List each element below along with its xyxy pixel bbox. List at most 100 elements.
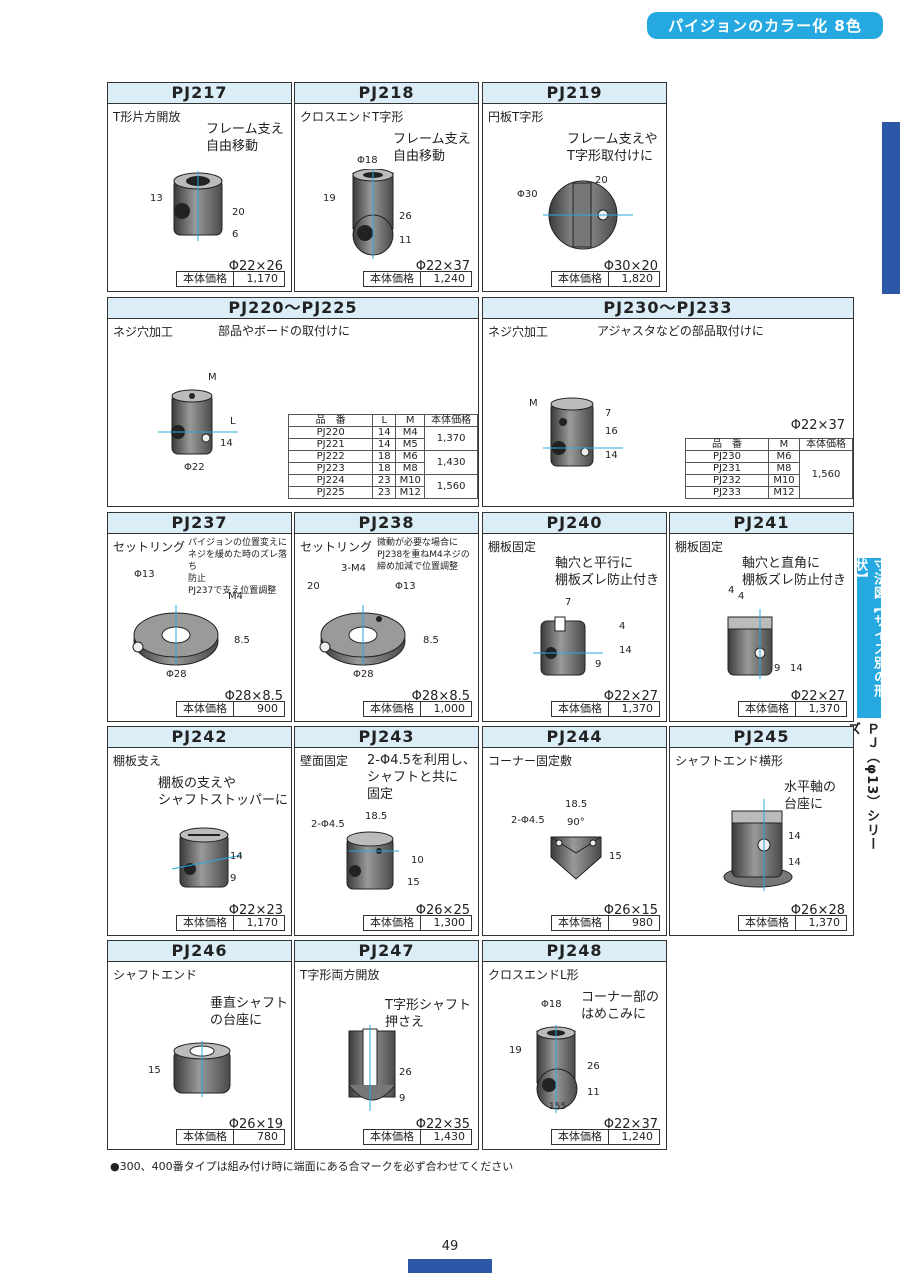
cell: PJ223 xyxy=(287,462,374,475)
price-label: 本体価格 xyxy=(177,1130,234,1144)
category-label: セットリング xyxy=(300,540,373,554)
price-value: 1,370 xyxy=(808,702,841,715)
cell: PJ225 xyxy=(287,486,374,499)
cell: M8 xyxy=(768,462,800,475)
card-title: PJ248 xyxy=(483,941,666,962)
price-label: 本体価格 xyxy=(552,1130,609,1144)
part-drawing xyxy=(352,169,394,259)
overall-dimension: Φ28×8.5 xyxy=(224,689,283,704)
cell: M5 xyxy=(395,438,426,451)
cell: PJ224 xyxy=(287,474,374,487)
card-title: PJ246 xyxy=(108,941,291,962)
dim-6: 6 xyxy=(232,229,239,240)
dim-m4: M4 xyxy=(228,591,243,602)
card-title: PJ240 xyxy=(483,513,666,534)
category-label: クロスエンドL形 xyxy=(488,968,579,982)
price-value: 980 xyxy=(632,916,653,929)
price-box: 本体価格 1,240 xyxy=(363,271,472,287)
card-pj237: PJ237 セットリング パイジョンの位置変えに ネジを緩めた時のズレ落ち 防止… xyxy=(107,512,292,722)
price-value: 1,240 xyxy=(433,272,466,285)
cell: PJ230 xyxy=(685,450,769,463)
card-pj244: PJ244 コーナー固定敷 18.5 2-Φ4.5 90° 15 Φ26×15 … xyxy=(482,726,667,936)
price-value: 900 xyxy=(257,702,278,715)
section-badge: パイジョンのカラー化 8色 xyxy=(647,12,883,39)
overall-dimension: Φ28×8.5 xyxy=(411,689,470,704)
price-label: 本体価格 xyxy=(739,702,796,716)
description: T字形シャフト 押さえ xyxy=(385,998,471,1030)
dim-155: 155 xyxy=(549,1102,567,1112)
dim-19: 19 xyxy=(509,1045,522,1056)
price-box: 本体価格 1,300 xyxy=(363,915,472,931)
dim-18-5: 18.5 xyxy=(365,811,388,822)
price-value: 1,300 xyxy=(433,916,466,929)
page-number: 49 xyxy=(441,1239,459,1254)
card-pj230-233: PJ230〜PJ233 ネジ穴加工 アジャスタなどの部品取付けに M 7 16 … xyxy=(482,297,854,507)
cell: M8 xyxy=(395,462,426,475)
card-pj242: PJ242 棚板支え 棚板の支えや シャフトストッパーに 14 9 Φ22×23… xyxy=(107,726,292,936)
category-label: 棚板支え xyxy=(113,754,162,768)
price-value: 1,000 xyxy=(433,702,466,715)
dim-26: 26 xyxy=(587,1061,600,1072)
dim-9: 9 xyxy=(230,873,237,884)
category-label: 棚板固定 xyxy=(675,540,724,554)
dim-phi18: Φ18 xyxy=(357,155,378,166)
dim-phi18: Φ18 xyxy=(541,999,562,1010)
category-label: T形片方開放 xyxy=(113,110,181,124)
price-value: 1,370 xyxy=(621,702,654,715)
card-title: PJ219 xyxy=(483,83,666,104)
part-drawing xyxy=(132,605,219,666)
price-box: 本体価格 1,240 xyxy=(551,1129,660,1145)
category-label: セットリング xyxy=(113,540,186,554)
dim-90deg: 90° xyxy=(567,817,585,828)
spec-table: 品 番 M 本体価格 PJ230 M6 1,560 PJ231 M8 PJ232… xyxy=(685,438,853,499)
category-label: ネジ穴加工 xyxy=(113,325,174,339)
dim-phi28: Φ28 xyxy=(353,669,374,680)
cell: 23 xyxy=(372,486,397,499)
overall-dimension: Φ26×28 xyxy=(790,903,845,918)
cell: M6 xyxy=(395,450,426,463)
table-row: PJ223 18 M8 xyxy=(287,462,478,475)
price-label: 本体価格 xyxy=(177,702,234,716)
price-label: 本体価格 xyxy=(177,916,234,930)
dim-18-5: 18.5 xyxy=(565,799,588,810)
cell: 18 xyxy=(372,462,397,475)
price-box: 本体価格 1,000 xyxy=(363,701,472,717)
card-title: PJ241 xyxy=(670,513,853,534)
price-box: 本体価格 1,370 xyxy=(551,701,660,717)
price-value: 1,170 xyxy=(246,272,279,285)
part-drawing xyxy=(173,171,223,241)
card-title: PJ237 xyxy=(108,513,291,534)
category-label: 円板T字形 xyxy=(488,110,544,124)
cell: 14 xyxy=(372,438,397,451)
part-drawing xyxy=(158,389,238,455)
table-row: PJ231 M8 xyxy=(685,462,853,475)
cell: 23 xyxy=(372,474,397,487)
part-drawing xyxy=(543,180,633,250)
table-row: PJ224 23 M10 1,560 xyxy=(287,474,478,499)
price-label: 本体価格 xyxy=(552,916,609,930)
dim-8-5: 8.5 xyxy=(234,635,250,646)
category-label: クロスエンドT字形 xyxy=(300,110,404,124)
price-box: 本体価格 1,430 xyxy=(363,1129,472,1145)
cell: 14 xyxy=(372,426,397,439)
cell: PJ222 xyxy=(287,450,374,463)
price-box: 本体価格 980 xyxy=(551,915,660,931)
price-value: 780 xyxy=(257,1130,278,1143)
dim-7: 7 xyxy=(565,597,572,608)
dim-m: M xyxy=(529,398,538,409)
table-row: PJ225 23 M12 xyxy=(287,486,478,499)
card-pj247: PJ247 T字形両方開放 T字形シャフト 押さえ 26 9 Φ22×35 本体… xyxy=(294,940,479,1150)
price-box: 本体価格 1,370 xyxy=(738,701,847,717)
dim-11: 11 xyxy=(587,1087,600,1098)
price-value: 1,430 xyxy=(433,1130,466,1143)
page-number-bar xyxy=(408,1259,492,1273)
side-series-label: ＰＪ（φ13）シリーズ xyxy=(845,722,879,852)
overall-dimension: Φ22×23 xyxy=(228,903,283,918)
part-drawing xyxy=(346,831,399,890)
card-pj248: PJ248 クロスエンドL形 コーナー部の はめこみに Φ18 19 26 11… xyxy=(482,940,667,1150)
category-label: ネジ穴加工 xyxy=(488,325,549,339)
price-value: 1,370 xyxy=(808,916,841,929)
card-pj243: PJ243 壁面固定 2-Φ4.5を利用し、 シャフトと共に 固定 2-Φ4.5… xyxy=(294,726,479,936)
price-box: 本体価格 1,170 xyxy=(176,915,285,931)
cell: PJ221 xyxy=(287,438,374,451)
